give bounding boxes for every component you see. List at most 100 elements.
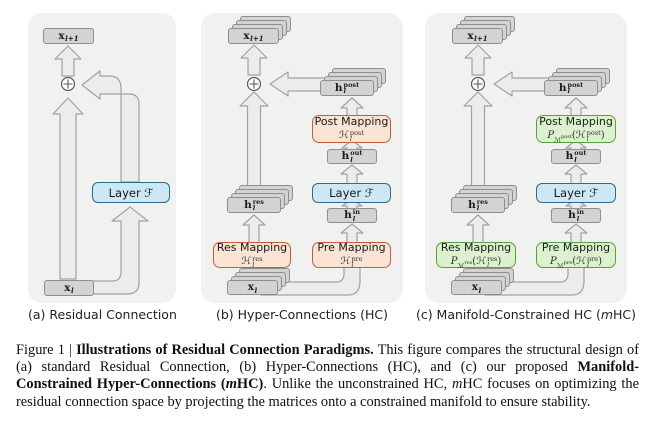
post-mapping-title: Post Mapping [539, 115, 613, 129]
panel-b-caption: (b) Hyper-Connections (HC) [215, 307, 389, 322]
formula-close-paren: ) [598, 256, 603, 268]
node-label-sub: l [576, 214, 580, 223]
node-label: h [244, 198, 252, 211]
node-label-sub: l [350, 155, 353, 164]
elbow-arrow-left-icon [81, 70, 140, 183]
caption-title-bold: Illustrations of Residual Connection Par… [76, 342, 374, 358]
node-label-sup: post [343, 80, 360, 89]
node-label: h [468, 198, 476, 211]
node-label-sub: l [352, 214, 356, 223]
elbow-arrow-up-icon [89, 206, 149, 295]
caption-bold: HC) [236, 376, 264, 393]
arrow-up-long-icon [239, 91, 269, 196]
add-icon [470, 76, 486, 92]
caption-text: HC) [613, 307, 637, 322]
node-label-sub: l [478, 285, 482, 295]
caption-text: HC focuses on optimizing the residual co… [16, 376, 639, 410]
node-label: x [58, 29, 65, 42]
layer-f-label: Layer ℱ [108, 185, 154, 200]
formula-symbol: ℋ [241, 256, 252, 268]
node-label-sup: out [350, 149, 363, 157]
arrow-up-long-icon [463, 91, 493, 196]
node-label-sub: l+1 [474, 34, 488, 43]
caption-text: (c) Manifold-Constrained HC ( [415, 307, 601, 322]
formula-arg-sup: res [487, 254, 498, 263]
formula-manifold-symbol: ℳ [554, 136, 562, 145]
figure-caption: Figure 1 | Illustrations of Residual Con… [16, 342, 639, 411]
node-label-sub: l+1 [65, 34, 79, 43]
add-icon [246, 76, 262, 92]
node-label-sup: out [574, 149, 587, 157]
layer-f-box: Layer ℱ [92, 182, 170, 203]
add-icon [60, 76, 76, 92]
caption-italic-m: m [600, 307, 614, 322]
formula-manifold-sup: pre [563, 260, 573, 267]
formula-projection-symbol: P [547, 130, 555, 142]
arrow-up-icon [464, 44, 492, 76]
panel-a-arrows [52, 45, 149, 295]
node-label: x [467, 29, 474, 42]
arrow-up-long-icon [52, 97, 84, 280]
caption-bold-italic-m: m [225, 376, 237, 393]
formula-arg-sup: post [586, 128, 601, 137]
formula-close-paren: ) [497, 256, 502, 268]
node-label-sub: l [71, 286, 74, 295]
formula-sub: l [252, 261, 255, 270]
node-label-sup: in [352, 208, 360, 216]
pre-mapping-title: Pre Mapping [317, 241, 386, 255]
arrow-up-small-icon [340, 164, 364, 186]
formula-sup: post [349, 128, 364, 137]
arrow-up-small-icon [466, 214, 490, 245]
formula-arg-sub: l [587, 261, 590, 270]
formula-arg-sub: l [586, 135, 589, 144]
arrow-left-icon [493, 71, 550, 97]
node-label: h [558, 81, 567, 94]
caption-italic-m: m [451, 376, 463, 393]
formula-arg-sub: l [487, 261, 490, 270]
arrow-up-icon [240, 44, 268, 76]
node-label-sub: l [567, 87, 571, 95]
formula-manifold-sup: post [561, 134, 572, 141]
node-label-sup: post [567, 80, 584, 89]
arrow-up-small-icon [242, 214, 266, 245]
node-label: h [334, 81, 343, 94]
formula-arg: (ℋ [472, 256, 487, 268]
panel-a-caption: (a) Residual Connection [28, 307, 177, 322]
node-label: h [565, 150, 574, 163]
formula-sup: res [252, 254, 263, 263]
node-label-sup: res [476, 197, 488, 206]
node-label-sup: res [252, 197, 264, 206]
formula-manifold-symbol: ℳ [457, 262, 465, 271]
arrow-up-icon [54, 45, 82, 77]
layer-f-box: Layer ℱ [536, 183, 616, 203]
node-label: x [247, 281, 255, 294]
res-mapping-title: Res Mapping [216, 241, 288, 255]
